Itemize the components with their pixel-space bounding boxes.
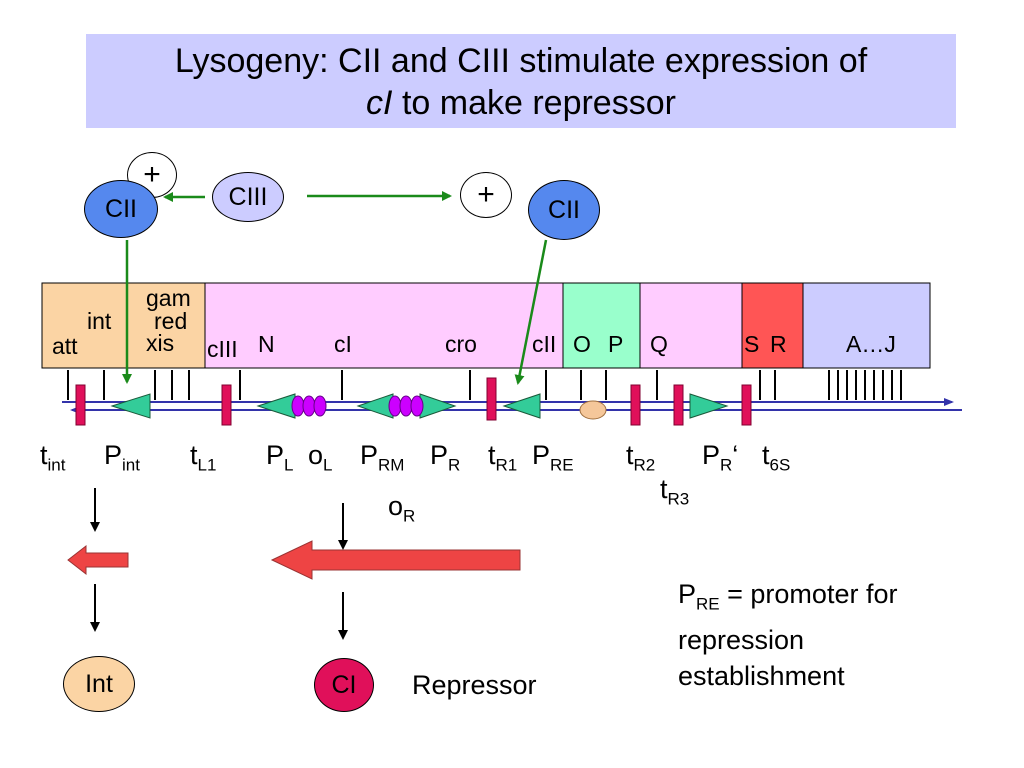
site-t6s: t6S bbox=[762, 440, 790, 475]
promoter-pre bbox=[502, 393, 541, 419]
site-tr2-sub: R2 bbox=[633, 455, 656, 475]
note-line-1-rest: = promoter for bbox=[719, 579, 898, 609]
site-or-sub: R bbox=[403, 506, 416, 526]
site-tl1-main: t bbox=[190, 440, 198, 470]
site-pre: PRE bbox=[532, 440, 574, 475]
site-tr1-sub: R1 bbox=[495, 455, 518, 475]
region-ciii-to-cii bbox=[204, 282, 564, 369]
site-pr-prime-main: P bbox=[702, 440, 721, 470]
site-prm-main: P bbox=[360, 440, 379, 470]
operator-ol bbox=[291, 395, 327, 417]
ci-oval: CI bbox=[314, 658, 374, 712]
site-tl1-sub: L1 bbox=[197, 455, 217, 475]
gene-label-gam: gam bbox=[146, 285, 191, 311]
site-prm-sub: RM bbox=[378, 455, 405, 475]
site-tr2: tR2 bbox=[626, 440, 655, 475]
site-pr-prime-sub: R bbox=[720, 455, 733, 475]
note-line-1: PRE = promoter for bbox=[678, 576, 897, 622]
note-line-2: repression bbox=[678, 625, 805, 656]
promoter-pr-prime bbox=[689, 393, 729, 419]
region-att-int-xis bbox=[41, 282, 206, 369]
site-pr-main: P bbox=[430, 440, 449, 470]
site-pr-prime-suffix: ‘ bbox=[732, 440, 739, 470]
int-transcript-arrow bbox=[67, 544, 129, 576]
region-q bbox=[639, 282, 743, 369]
gene-label-att: att bbox=[52, 333, 78, 359]
site-pint-main: P bbox=[104, 440, 123, 470]
origin-oval bbox=[579, 400, 607, 420]
site-ol-main: o bbox=[308, 440, 324, 470]
site-tr1-main: t bbox=[488, 440, 496, 470]
region-a-j bbox=[802, 282, 931, 369]
gene-label-p: P bbox=[608, 331, 624, 357]
promoter-prm bbox=[356, 393, 394, 419]
title-italic-ci: cI bbox=[366, 84, 393, 122]
site-ol: oL bbox=[308, 440, 333, 475]
site-or: oR bbox=[388, 491, 415, 526]
title-box: Lysogeny: CII and CIII stimulate express… bbox=[86, 34, 956, 128]
site-tint-sub: int bbox=[47, 455, 66, 475]
site-tr3-sub: R3 bbox=[667, 489, 690, 509]
site-pr-sub: R bbox=[448, 455, 461, 475]
gene-label-xis: xis bbox=[146, 330, 175, 356]
note-line-3: establishment bbox=[678, 661, 845, 692]
ci-transcript-arrow bbox=[270, 540, 521, 580]
site-pr-prime: PR‘ bbox=[702, 440, 738, 475]
promoter-pint bbox=[110, 393, 151, 419]
promoter-pr bbox=[419, 393, 457, 419]
pre-definition-note: PRE = promoter for repression establishm… bbox=[678, 576, 897, 694]
gene-label-q: Q bbox=[650, 331, 668, 357]
site-t6s-sub: 6S bbox=[769, 455, 791, 475]
site-ol-sub: L bbox=[323, 455, 333, 475]
promoter-pl bbox=[256, 393, 296, 419]
gene-label-cro: cro bbox=[445, 331, 477, 357]
note-p: P bbox=[678, 579, 697, 609]
repressor-label: Repressor bbox=[412, 670, 537, 700]
int-oval: Int bbox=[63, 656, 135, 712]
site-pl-sub: L bbox=[284, 455, 294, 475]
cii-to-pre-arrow bbox=[514, 239, 548, 385]
region-o-p bbox=[562, 282, 641, 369]
site-pre-sub: RE bbox=[550, 455, 574, 475]
terminators bbox=[75, 377, 752, 426]
site-tint-main: t bbox=[40, 440, 48, 470]
gene-label-red: red bbox=[154, 308, 188, 334]
site-pre-main: P bbox=[532, 440, 551, 470]
site-t6s-main: t bbox=[762, 440, 770, 470]
site-pint: Pint bbox=[104, 440, 140, 475]
gene-label-o: O bbox=[573, 331, 591, 357]
cii-right-oval: CII bbox=[528, 180, 600, 240]
site-tint: tint bbox=[40, 440, 65, 475]
ciii-oval: CIII bbox=[212, 172, 284, 222]
gene-label-ci: cI bbox=[334, 331, 352, 357]
gene-label-ciii: cIII bbox=[207, 336, 238, 362]
title-line-2-rest: to make repressor bbox=[392, 84, 676, 122]
site-tr3: tR3 bbox=[660, 474, 689, 509]
site-tl1: tL1 bbox=[190, 440, 216, 475]
region-s-r bbox=[741, 282, 804, 369]
gene-label-s: S bbox=[744, 331, 760, 357]
site-pl-main: P bbox=[266, 440, 285, 470]
site-pint-sub: int bbox=[122, 455, 140, 475]
title-line-1: Lysogeny: CII and CIII stimulate express… bbox=[174, 42, 868, 80]
gene-label-n: N bbox=[258, 331, 275, 357]
operator-or bbox=[388, 395, 424, 417]
gene-label-cii: cII bbox=[532, 331, 557, 357]
note-sub: RE bbox=[696, 594, 720, 614]
site-or-main: o bbox=[388, 491, 404, 521]
gene-label-r: R bbox=[770, 331, 787, 357]
gene-label-a-j: A…J bbox=[846, 331, 896, 357]
cii-left-oval: CII bbox=[84, 180, 158, 238]
site-tr2-main: t bbox=[626, 440, 634, 470]
plus-right-oval: + bbox=[460, 172, 512, 218]
title-line-2: cI to make repressor bbox=[86, 84, 956, 122]
site-tr1: tR1 bbox=[488, 440, 517, 475]
gene-ticks bbox=[67, 370, 902, 400]
site-tr3-main: t bbox=[660, 474, 668, 504]
site-prm: PRM bbox=[360, 440, 404, 475]
site-pr: PR bbox=[430, 440, 460, 475]
gene-label-int: int bbox=[87, 308, 112, 334]
site-pl: PL bbox=[266, 440, 293, 475]
